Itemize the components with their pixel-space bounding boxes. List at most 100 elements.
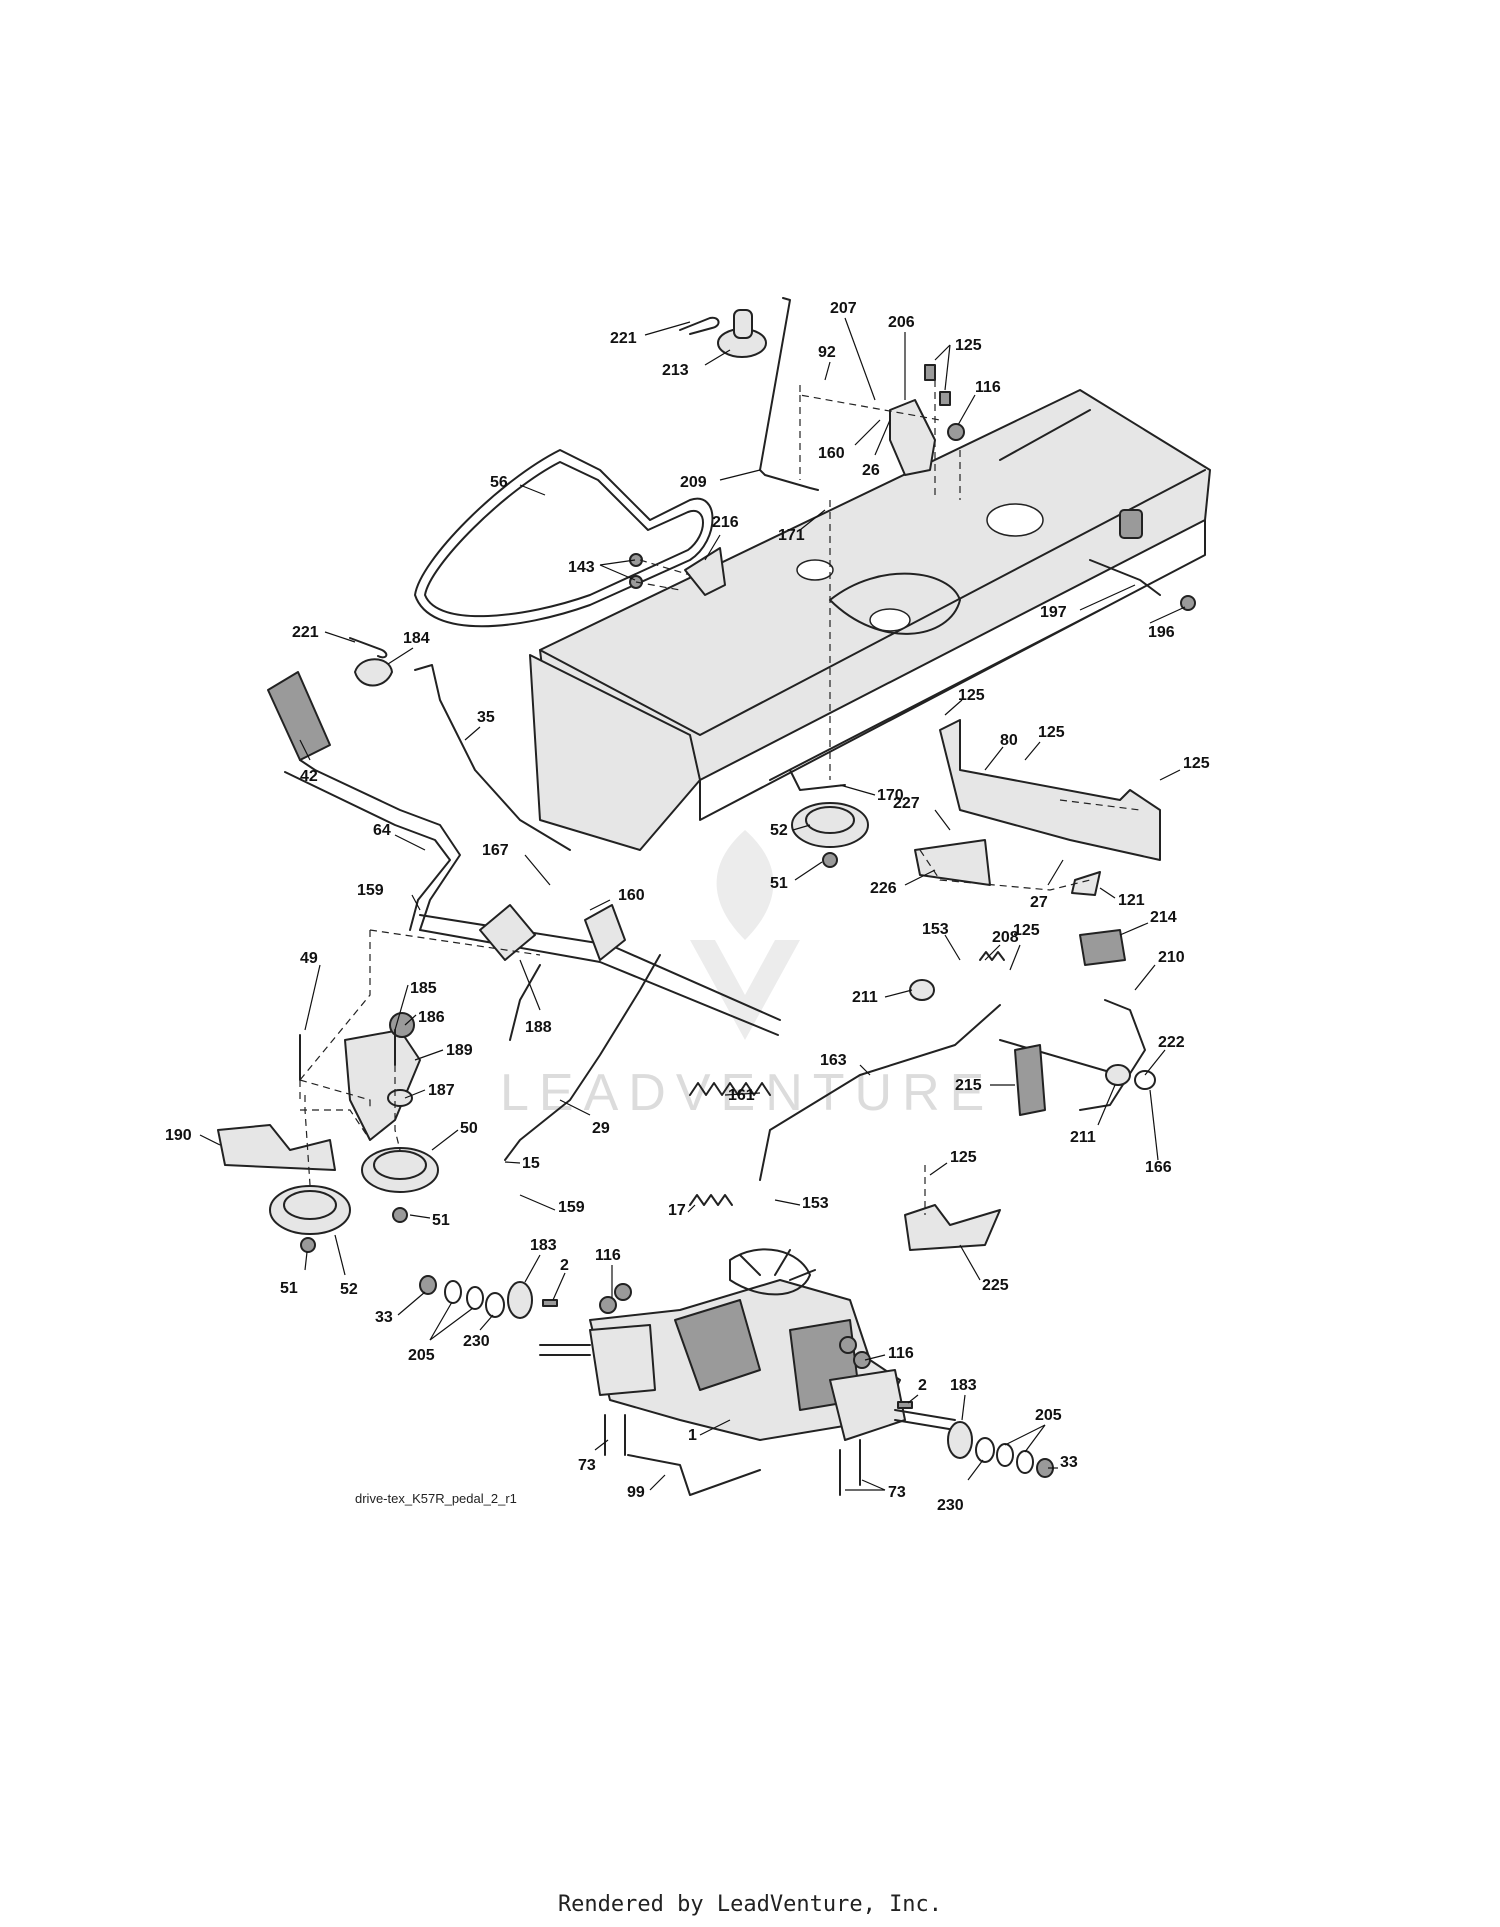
callout[interactable]: 188: [519, 959, 552, 1036]
callout[interactable]: 221: [292, 624, 356, 643]
callout[interactable]: 215: [955, 1077, 1015, 1094]
svg-text:51: 51: [770, 875, 788, 892]
callout[interactable]: 116: [957, 379, 1001, 426]
callout[interactable]: 230: [937, 1459, 984, 1514]
svg-text:208: 208: [992, 929, 1019, 946]
callout[interactable]: 2: [552, 1257, 569, 1301]
callout[interactable]: 222: [1144, 1034, 1185, 1076]
callout[interactable]: 205: [1004, 1407, 1062, 1453]
callout[interactable]: 167: [482, 842, 551, 886]
bushing-211-left: [909, 979, 935, 1001]
callout[interactable]: 227: [893, 795, 951, 831]
callout[interactable]: 163: [820, 1052, 871, 1076]
callout[interactable]: 33: [375, 1291, 426, 1326]
callout[interactable]: 33: [1048, 1454, 1078, 1471]
callout[interactable]: 160: [818, 419, 881, 462]
callout[interactable]: 166: [1145, 1089, 1172, 1176]
callout[interactable]: 125: [1024, 724, 1065, 761]
callout[interactable]: 206: [888, 314, 915, 400]
svg-text:116: 116: [888, 1345, 914, 1362]
callout[interactable]: 216: [704, 514, 739, 561]
callout[interactable]: 143: [568, 559, 636, 581]
callout[interactable]: 159: [519, 1194, 585, 1216]
callout[interactable]: 1: [688, 1419, 731, 1444]
callout[interactable]: 183: [524, 1237, 557, 1283]
callout[interactable]: 51: [770, 861, 823, 892]
callout[interactable]: 209: [680, 469, 761, 491]
callout[interactable]: 197: [1040, 584, 1136, 621]
svg-text:116: 116: [975, 379, 1001, 396]
callout[interactable]: 230: [463, 1314, 494, 1350]
svg-text:230: 230: [937, 1497, 964, 1514]
callout[interactable]: 116: [595, 1247, 621, 1298]
callout[interactable]: 80: [984, 732, 1018, 771]
callout[interactable]: 125: [944, 687, 985, 716]
arm-170: [789, 769, 846, 791]
callout[interactable]: 29: [559, 1099, 610, 1137]
callout[interactable]: 161: [724, 1087, 761, 1104]
callout[interactable]: 208: [984, 929, 1019, 961]
callout[interactable]: 171: [778, 509, 826, 544]
callout[interactable]: 15: [504, 1155, 540, 1172]
callout[interactable]: 225: [959, 1244, 1009, 1294]
callout[interactable]: 213: [662, 349, 731, 379]
callout[interactable]: 159: [357, 882, 421, 911]
callout[interactable]: 56: [490, 474, 546, 496]
callout[interactable]: 73: [578, 1439, 609, 1474]
callout[interactable]: 183: [950, 1377, 977, 1421]
callout[interactable]: 2: [907, 1377, 927, 1404]
callout[interactable]: 160: [589, 887, 645, 911]
callout[interactable]: 170: [839, 784, 904, 804]
callout[interactable]: 125: [1009, 922, 1040, 971]
callout[interactable]: 52: [334, 1234, 358, 1298]
clip-33-left: [419, 1275, 437, 1295]
svg-text:64: 64: [373, 822, 391, 839]
callout[interactable]: 35: [464, 709, 495, 741]
callout[interactable]: 153: [774, 1195, 829, 1212]
svg-text:153: 153: [802, 1195, 829, 1212]
callout[interactable]: 186: [404, 1009, 445, 1026]
callout[interactable]: 17: [668, 1202, 696, 1219]
drive-belt-inner: [424, 461, 704, 618]
callout[interactable]: 51: [280, 1251, 308, 1297]
svg-text:27: 27: [1030, 894, 1048, 911]
callout[interactable]: 125: [934, 337, 982, 391]
callout[interactable]: 52: [770, 822, 811, 839]
callout[interactable]: 190: [165, 1127, 221, 1146]
callout[interactable]: 196: [1148, 606, 1186, 641]
callout[interactable]: 42: [299, 739, 318, 785]
svg-text:80: 80: [1000, 732, 1018, 749]
callout[interactable]: 184: [387, 630, 430, 665]
callout[interactable]: 189: [414, 1042, 473, 1061]
callout[interactable]: 26: [862, 419, 891, 479]
callout[interactable]: 185: [394, 980, 437, 1031]
svg-text:161: 161: [728, 1087, 755, 1104]
callout[interactable]: 50: [431, 1120, 478, 1151]
svg-text:213: 213: [662, 362, 689, 379]
key-2-right: [897, 1401, 913, 1409]
callout[interactable]: 51: [409, 1212, 450, 1229]
callout[interactable]: 121: [1099, 887, 1145, 909]
callout[interactable]: 221: [610, 321, 691, 347]
callout[interactable]: 116: [864, 1345, 914, 1362]
callout[interactable]: 92: [818, 344, 836, 381]
callout[interactable]: 214: [1119, 909, 1177, 936]
callout[interactable]: 73: [845, 1479, 906, 1501]
callout[interactable]: 205: [408, 1301, 474, 1364]
callout[interactable]: 210: [1134, 949, 1185, 991]
callout[interactable]: 211: [1070, 1084, 1116, 1146]
callout[interactable]: 99: [627, 1474, 666, 1501]
callout[interactable]: 125: [929, 1149, 977, 1176]
callout[interactable]: 226: [870, 869, 936, 897]
callout[interactable]: 153: [922, 921, 961, 961]
bolt-125-b: [939, 391, 951, 406]
svg-text:214: 214: [1150, 909, 1177, 926]
callout[interactable]: 187: [404, 1082, 455, 1099]
callout[interactable]: 27: [1030, 859, 1064, 911]
callout[interactable]: 64: [373, 822, 426, 851]
svg-text:35: 35: [477, 709, 495, 726]
callout[interactable]: 207: [830, 300, 876, 401]
callout[interactable]: 49: [300, 950, 321, 1031]
callout[interactable]: 125: [1159, 755, 1210, 781]
callout[interactable]: 211: [852, 989, 913, 1006]
